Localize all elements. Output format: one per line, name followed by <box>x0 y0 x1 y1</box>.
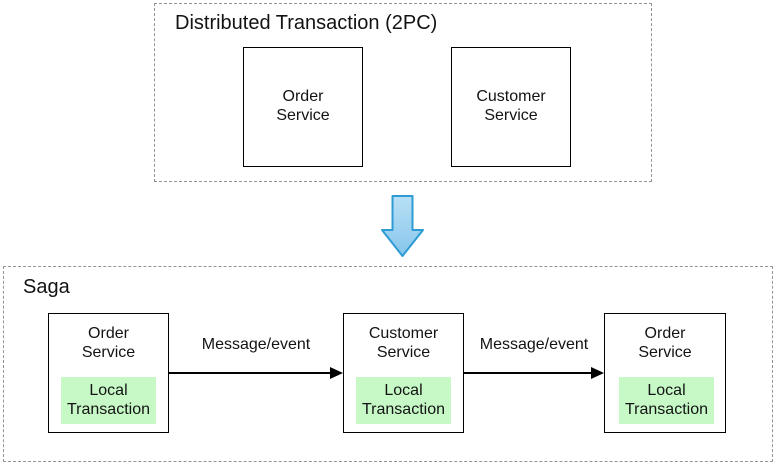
down-arrow-icon <box>381 195 424 257</box>
local-transaction-box: Local Transaction <box>356 377 451 424</box>
message-event-label: Message/event <box>201 336 311 353</box>
distributed-transaction-group: Distributed Transaction (2PC) <box>154 3 652 182</box>
service-label: Order Service <box>638 325 692 361</box>
service-label: Order Service <box>81 325 136 361</box>
local-transaction-box: Local Transaction <box>61 377 156 424</box>
saga-order-service-box: Order Service Local Transaction <box>48 313 169 433</box>
customer-service-box: Customer Service <box>451 47 571 167</box>
service-label: Customer Service <box>368 325 439 361</box>
saga-title: Saga <box>23 276 70 298</box>
message-event-label: Message/event <box>479 336 589 353</box>
local-transaction-box: Local Transaction <box>619 377 714 424</box>
saga-customer-service-box: Customer Service Local Transaction <box>343 313 464 433</box>
message-event-arrow <box>464 367 604 379</box>
saga-group: Saga <box>3 266 773 462</box>
down-arrow-shape <box>381 195 424 257</box>
distributed-transaction-title: Distributed Transaction (2PC) <box>175 12 438 34</box>
arrow-head-icon <box>330 367 343 379</box>
saga-order-service-box-2: Order Service Local Transaction <box>604 313 726 433</box>
order-service-box: Order Service <box>243 47 363 167</box>
message-event-arrow <box>169 367 343 379</box>
arrow-head-icon <box>591 367 604 379</box>
